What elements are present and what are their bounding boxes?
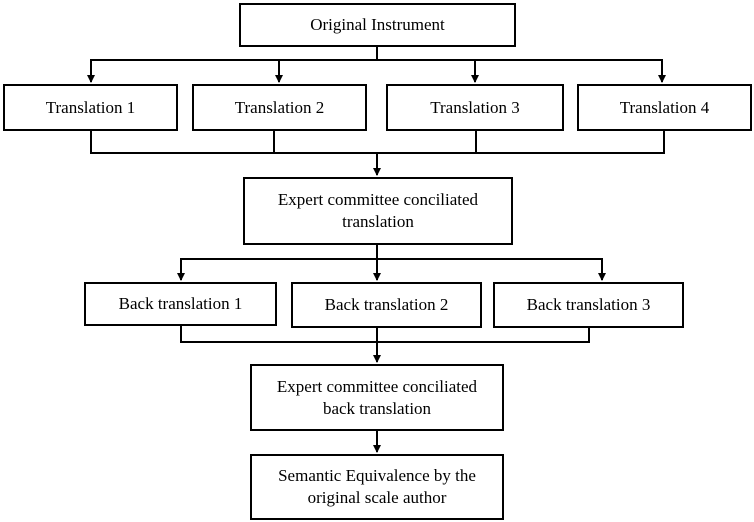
semantic-equivalence-text: Semantic Equivalence by the original sca… — [278, 465, 476, 509]
expert-committee-back-translation-line-1: Expert committee conciliated — [276, 376, 478, 396]
back-translation-1-box: Back translation 1 — [84, 282, 277, 326]
expert-committee-translation-line-2: translation — [342, 212, 414, 231]
original-instrument-label: Original Instrument — [310, 15, 445, 34]
expert-committee-translation-line-1: Expert committee conciliated — [277, 190, 479, 209]
translation-1-box: Translation 1 — [3, 84, 178, 131]
expert-committee-translation-text: Expert committee conciliated translation — [278, 189, 478, 233]
translation-2-box: Translation 2 — [192, 84, 367, 131]
translation-2-label: Translation 2 — [234, 97, 325, 117]
back-translation-2-label: Back translation 2 — [324, 295, 449, 314]
expert-committee-back-translation-text: Expert committee conciliated back transl… — [277, 376, 477, 420]
back-translation-3-label: Back translation 3 — [526, 295, 651, 314]
back-translation-3-box: Back translation 3 — [493, 282, 684, 328]
original-instrument-box: Original Instrument — [239, 3, 516, 47]
translation-1-label: Translation 1 — [45, 97, 136, 117]
translation-4-box: Translation 4 — [577, 84, 752, 131]
translation-3-box: Translation 3 — [386, 84, 564, 131]
translation-4-label: Translation 4 — [619, 97, 710, 117]
semantic-equivalence-box: Semantic Equivalence by the original sca… — [250, 454, 504, 520]
expert-committee-back-translation-box: Expert committee conciliated back transl… — [250, 364, 504, 431]
expert-committee-back-translation-line-2: back translation — [322, 398, 432, 418]
semantic-equivalence-line-2: original scale author — [307, 488, 447, 507]
expert-committee-translation-box: Expert committee conciliated translation — [243, 177, 513, 245]
semantic-equivalence-line-1: Semantic Equivalence by the — [278, 466, 476, 485]
translation-3-label: Translation 3 — [430, 97, 520, 117]
back-translation-1-label: Back translation 1 — [118, 294, 243, 313]
back-translation-2-box: Back translation 2 — [291, 282, 482, 328]
